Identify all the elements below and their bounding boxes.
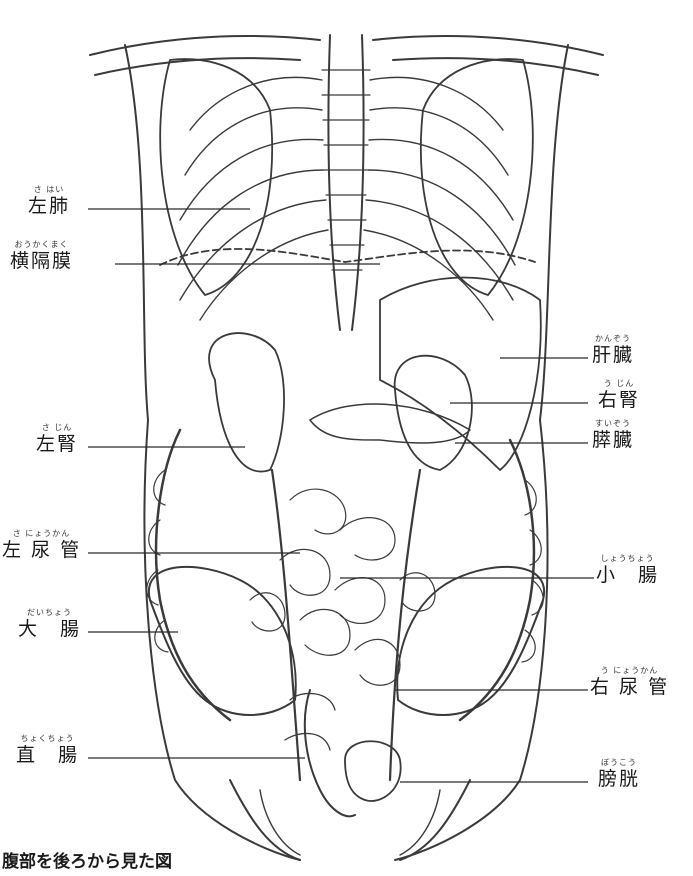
label-left-ureter: さ にょうかん 左 尿 管: [2, 530, 81, 560]
organ-name: 肝臓: [592, 346, 634, 365]
ruby: さ じん: [36, 424, 78, 432]
label-left-kidney: さ じん 左腎: [36, 424, 78, 454]
ruby: う じん: [598, 380, 640, 388]
left-ureter-line: [272, 470, 300, 780]
ruby: すいぞう: [592, 420, 634, 428]
organ-name: 右腎: [598, 391, 640, 410]
scapula-left: [160, 59, 272, 295]
ruby: だいちょう: [18, 609, 81, 617]
liver-shape: [380, 278, 541, 471]
ruby: しょうちょう: [596, 555, 659, 563]
ruby: おうかくまく: [10, 241, 73, 249]
ruby: ちょくちょう: [16, 735, 79, 743]
ruby: う にょうかん: [590, 667, 669, 675]
organ-name: 膵臓: [592, 431, 634, 450]
colon-left: [156, 430, 230, 720]
ruby: かんぞう: [592, 335, 634, 343]
figure-caption: 腹部を後ろから見た図: [2, 847, 172, 872]
organ-name: 小 腸: [596, 566, 659, 585]
label-large-intestine: だいちょう 大 腸: [18, 609, 81, 639]
ruby: さ にょうかん: [2, 530, 81, 538]
label-left-lung: さ はい 左肺: [28, 186, 70, 216]
organ-name: 横隔膜: [10, 252, 73, 271]
organ-name: 左肺: [28, 197, 70, 216]
pancreas-shape: [310, 404, 470, 443]
label-right-kidney: う じん 右腎: [598, 380, 640, 410]
left-kidney-shape: [209, 333, 284, 471]
label-bladder: ぼうこう 膀胱: [598, 759, 640, 789]
label-diaphragm: おうかくまく 横隔膜: [10, 241, 73, 271]
label-small-intestine: しょうちょう 小 腸: [596, 555, 659, 585]
ruby: ぼうこう: [598, 759, 640, 767]
organ-name: 大 腸: [18, 620, 81, 639]
ruby: さ はい: [28, 186, 70, 194]
organ-name: 左 尿 管: [2, 541, 81, 560]
torso-outline: [125, 45, 568, 860]
label-right-ureter: う にょうかん 右 尿 管: [590, 667, 669, 697]
label-liver: かんぞう 肝臓: [592, 335, 634, 365]
rectum-shape: [305, 690, 355, 816]
organ-name: 膀胱: [598, 770, 640, 789]
label-pancreas: すいぞう 膵臓: [592, 420, 634, 450]
label-rectum: ちょくちょう 直 腸: [16, 735, 79, 765]
clavicle-right: [373, 36, 603, 75]
scapula-right: [421, 59, 533, 295]
organ-name: 直 腸: [16, 746, 79, 765]
right-ureter-line: [390, 470, 420, 780]
colon-right: [460, 440, 534, 720]
pelvis-right: [397, 567, 544, 715]
clavicle-left: [90, 36, 320, 75]
organ-name: 右 尿 管: [590, 678, 669, 697]
spine: [328, 35, 363, 330]
organ-name: 左腎: [36, 435, 78, 454]
